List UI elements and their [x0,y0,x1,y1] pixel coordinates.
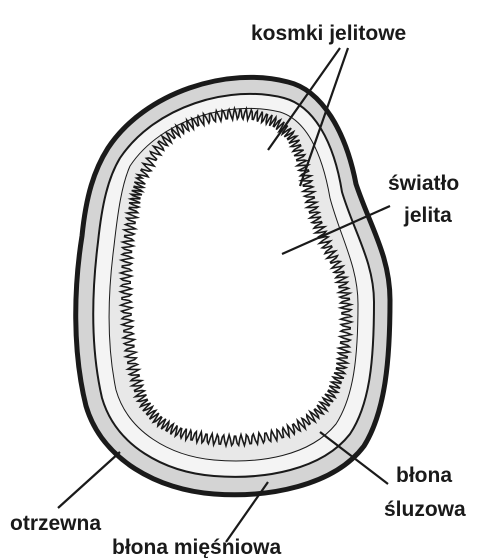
muscularis-label: błona mięśniowa [112,536,282,558]
lumen-label-line1: światło [388,172,459,195]
serosa-pointer [58,452,120,508]
mucosa-label-line2: śluzowa [384,498,466,521]
lumen-label-line2: jelita [403,204,452,227]
serosa-label: otrzewna [10,512,101,535]
mucosa-label-line1: błona [396,464,452,487]
villi-label: kosmki jelitowe [251,22,406,45]
